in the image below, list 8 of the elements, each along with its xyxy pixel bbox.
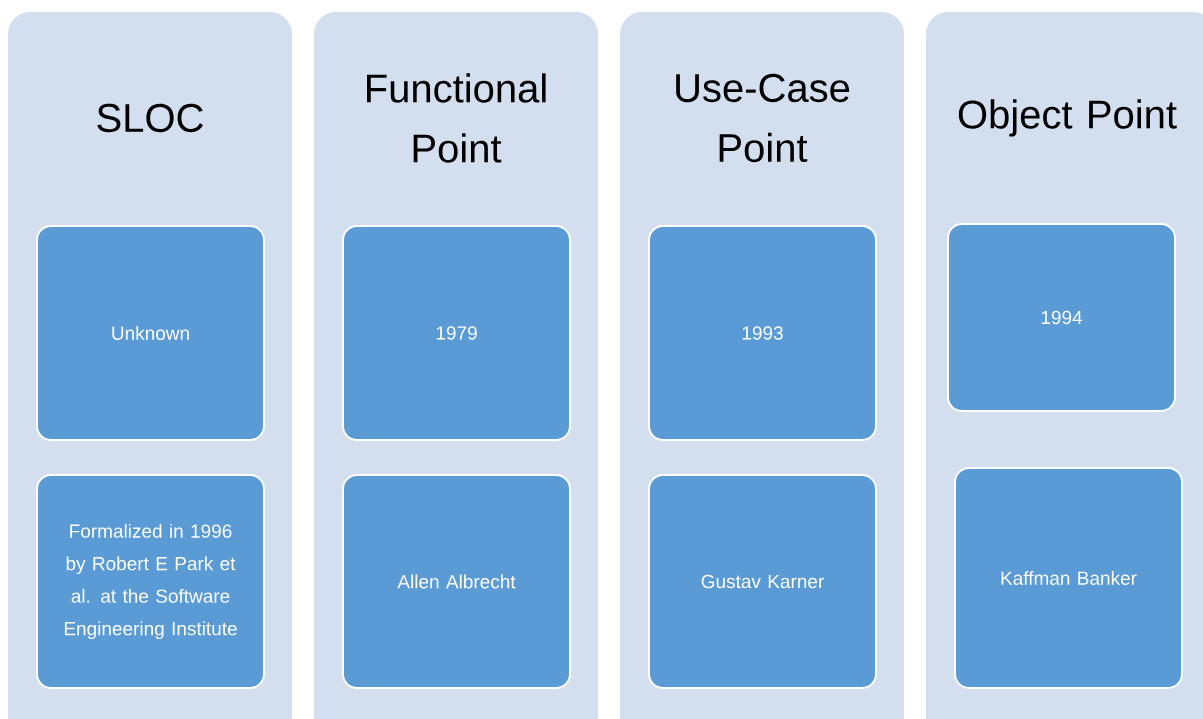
info-box: Unknown — [36, 225, 265, 441]
info-box: 1979 — [342, 225, 571, 441]
info-box: Gustav Karner — [648, 474, 877, 689]
info-box: Kaffman Banker — [954, 467, 1183, 689]
info-box: Formalized in 1996 by Robert E Park et al. at the Software Engineering Institute — [36, 474, 265, 689]
info-box: Allen Albrecht — [342, 474, 571, 689]
info-box: 1993 — [648, 225, 877, 441]
info-box: 1994 — [947, 223, 1176, 412]
